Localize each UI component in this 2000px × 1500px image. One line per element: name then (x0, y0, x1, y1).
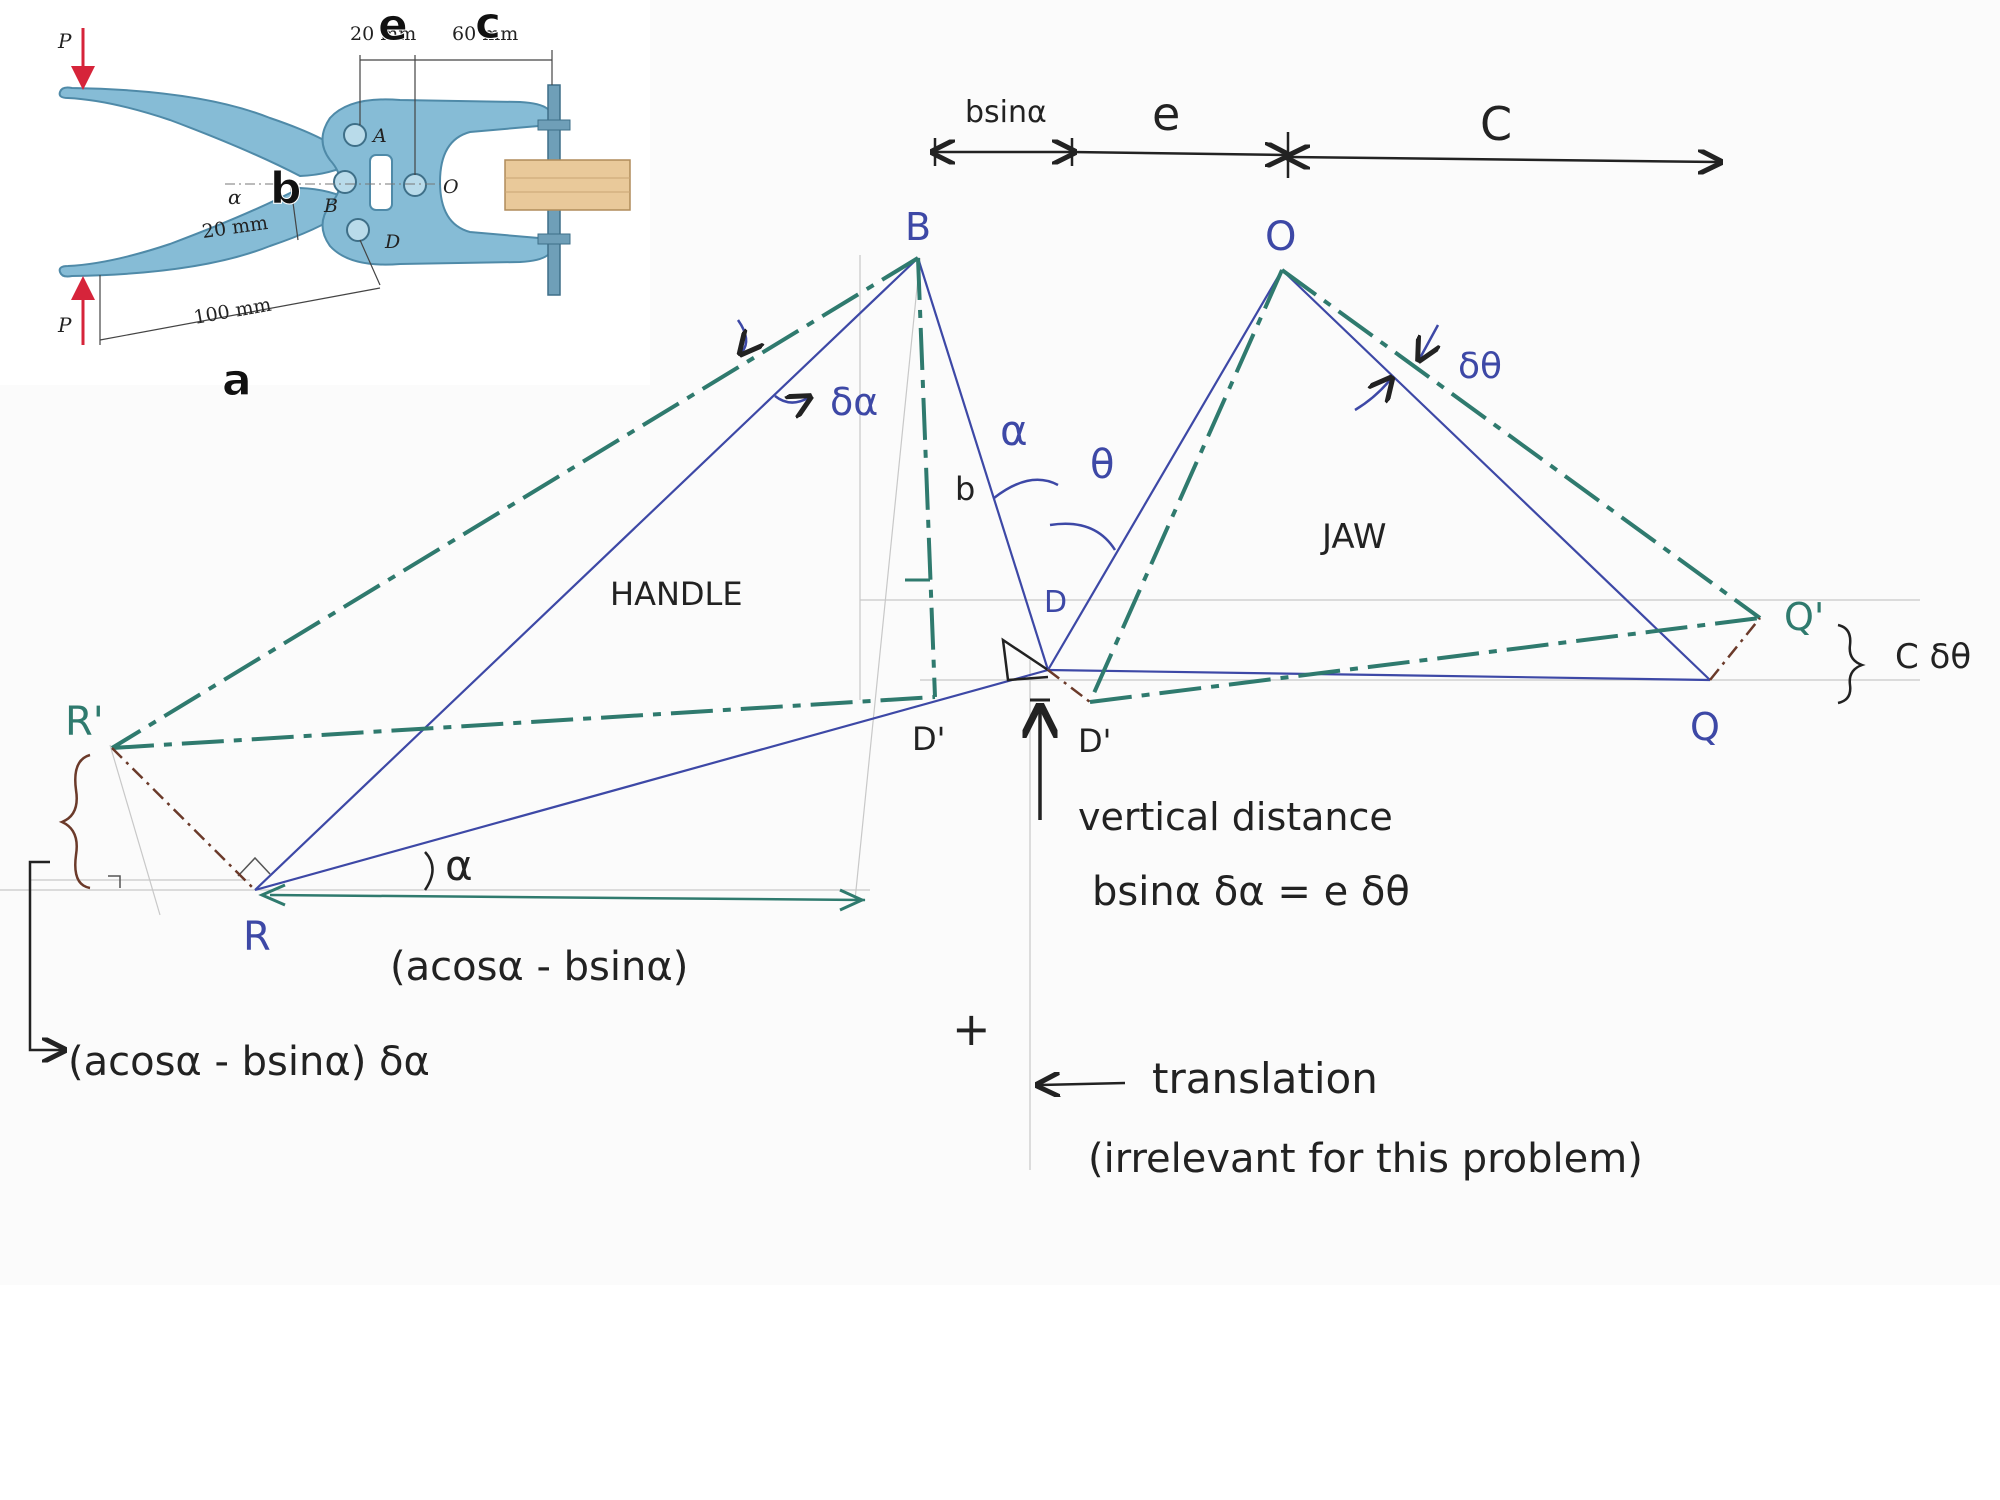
dalpha-arrow (774, 396, 808, 403)
force-label-top: P (57, 29, 72, 53)
wood-block (504, 159, 631, 211)
upper-nut (537, 119, 571, 131)
rp-brace (58, 753, 91, 890)
point-r: R (243, 914, 271, 960)
alpha-bottom-label: α (445, 841, 473, 890)
pin-o (403, 173, 427, 197)
overlay-e: e (378, 0, 408, 51)
handle-displacement-label: (acosα - bsinα) δα (68, 1039, 430, 1085)
pin-b (333, 170, 357, 194)
point-q: Q (1690, 705, 1720, 749)
angle-label: α (228, 185, 242, 209)
b-label: b (955, 470, 975, 508)
dtheta-arrow-lower (1354, 380, 1390, 412)
handle-label: HANDLE (610, 575, 743, 613)
point-q-prime: Q' (1784, 595, 1824, 639)
cdtheta-brace (1837, 623, 1866, 705)
pin-label-o: O (443, 176, 459, 198)
theta-arc (1049, 522, 1117, 551)
alpha-arc-bottom (423, 851, 434, 891)
translation-arrow (1040, 1083, 1126, 1085)
dim-top-left: 20 mm (350, 23, 416, 45)
point-b: B (905, 205, 931, 249)
point-d-prime-left: D' (912, 720, 945, 758)
note-irrelevant: (irrelevant for this problem) (1088, 1136, 1643, 1182)
dtheta-arrow (1420, 324, 1438, 358)
slot (369, 154, 393, 211)
pin-label-b: B (323, 195, 338, 217)
jaw-label: JAW (1320, 517, 1386, 557)
dim-c: C (1480, 97, 1512, 151)
dalpha-label: δα (830, 380, 878, 424)
dtheta-label: δθ (1458, 346, 1502, 387)
bracket-arrow (28, 860, 62, 1050)
handle-original (254, 257, 1711, 892)
alpha-arc-top (993, 478, 1059, 499)
point-o: O (1265, 214, 1296, 260)
lower-nut (537, 233, 571, 245)
displaced-configuration (110, 256, 1762, 750)
lower-handle (58, 186, 357, 278)
point-d-prime-right: D' (1078, 722, 1111, 760)
overlay-c: c (475, 0, 501, 49)
blank-margin (0, 1285, 2000, 1500)
pin-label-d: D (384, 231, 400, 253)
displacement-segments (111, 617, 1761, 891)
clamp-inset: P P A B D O α 20 mm 60 mm 20 mm 100 mm e… (0, 0, 650, 407)
lower-screw (547, 204, 561, 296)
theta-label: θ (1090, 442, 1114, 488)
pin-a (343, 123, 367, 147)
pencil-guides (0, 255, 1920, 1170)
right-angle-base (108, 875, 121, 888)
note-equation: bsinα δα = e δθ (1092, 869, 1410, 915)
point-d: D (1044, 585, 1067, 620)
jaw-original (1047, 269, 1711, 681)
c-dtheta-label: C δθ (1895, 637, 1971, 677)
note-translation: translation (1152, 1054, 1378, 1103)
overlay-b: b (270, 163, 302, 214)
pin-label-a: A (371, 125, 387, 147)
handle-length-arrow (269, 893, 866, 902)
point-r-prime: R' (65, 699, 104, 745)
dim-top-right: 60 mm (452, 23, 518, 45)
force-label-bottom: P (57, 313, 72, 337)
handle-length-arrowhead-left (258, 883, 286, 907)
handle-length-arrowhead-right (839, 888, 866, 912)
alpha-top-label: α (1000, 406, 1028, 455)
right-angle-d (1001, 637, 1049, 682)
upper-handle (58, 86, 357, 178)
inset-dimensions (99, 50, 553, 345)
right-angle-r (237, 856, 271, 877)
note-vertical-distance: vertical distance (1078, 795, 1393, 839)
note-plus: + (952, 1002, 991, 1056)
dim-e: e (1152, 87, 1180, 141)
dim-bsina: bsinα (965, 95, 1047, 130)
handle-length-label: (acosα - bsinα) (390, 944, 688, 990)
overlay-a: a (222, 355, 252, 406)
pin-d (346, 218, 370, 242)
dalpha-arrow-upper (738, 319, 746, 352)
top-dimension (935, 132, 1718, 178)
